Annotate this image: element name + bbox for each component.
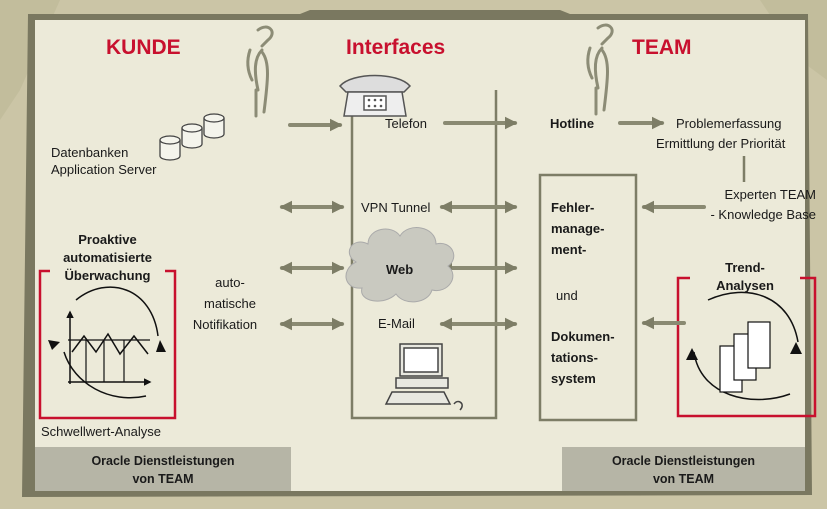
person-icon-kunde (246, 25, 274, 118)
label-datenbanken: Datenbanken (51, 145, 129, 160)
cloud-icon (345, 227, 455, 303)
label-knowledge-base: - Knowledge Base (710, 207, 816, 222)
label-telefon: Telefon (385, 116, 427, 131)
label-hotline: Hotline (550, 116, 595, 131)
monitoring-chart-icon (48, 286, 166, 399)
header-interfaces: Interfaces (346, 36, 446, 59)
header-kunde: KUNDE (106, 36, 181, 59)
footer-left-line1: Oracle Dienstleistungen (91, 454, 235, 468)
database-icon (159, 113, 225, 161)
telephone-icon (338, 74, 412, 117)
label-experten: Experten TEAM (724, 187, 816, 202)
label-ment: ment- (551, 242, 587, 257)
footer-right-line2: von TEAM (652, 472, 715, 486)
label-matische: matische (203, 296, 257, 311)
footer-box-left (35, 447, 291, 491)
label-schwellwert: Schwellwert-Analyse (41, 424, 161, 439)
computer-icon (384, 343, 463, 411)
label-email: E-Mail (378, 316, 415, 331)
footer-left-line2: von TEAM (132, 472, 194, 486)
label-ueberwachung: Überwachung (64, 268, 151, 283)
header-team: TEAM (632, 36, 692, 59)
red-bracket-left (38, 269, 177, 420)
label-proaktive: Proaktive (78, 232, 137, 247)
footer-box-right (562, 447, 805, 491)
label-auto: auto- (215, 275, 245, 290)
label-application-server: Application Server (51, 162, 157, 177)
label-analysen: Analysen (716, 278, 774, 293)
person-icon-team (586, 23, 614, 116)
label-vpn-tunnel: VPN Tunnel (361, 200, 431, 215)
label-dokumen: Dokumen- (551, 329, 615, 344)
label-trend: Trend- (725, 260, 765, 275)
label-system: system (551, 371, 596, 386)
label-manage: manage- (551, 221, 605, 236)
footer-right-line1: Oracle Dienstleistungen (611, 454, 756, 468)
label-ermittlung: Ermittlung der Priorität (656, 136, 786, 151)
label-notifikation: Notifikation (192, 317, 258, 332)
red-bracket-right (676, 276, 817, 418)
label-tations: tations- (551, 350, 598, 365)
label-web: Web (386, 262, 414, 277)
label-und: und (556, 288, 578, 303)
trend-analysis-icon (686, 291, 802, 401)
label-problemerfassung: Problemerfassung (676, 116, 782, 131)
label-fehler: Fehler- (551, 200, 595, 215)
label-automatisierte: automatisierte (63, 250, 152, 265)
fehler-box (538, 173, 638, 422)
